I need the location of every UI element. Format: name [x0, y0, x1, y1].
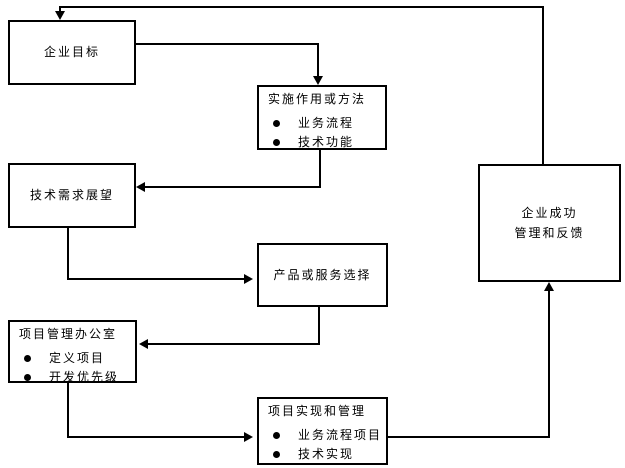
arrowhead-right-icon [244, 432, 253, 442]
node-implementation-methods: 实施作用或方法 业务流程 技术功能 [257, 85, 387, 150]
connector-product-pmo-segment [148, 343, 320, 345]
arrowhead-left-icon [136, 182, 145, 192]
node-project-management-office-label: 项目管理办公室 [19, 327, 118, 341]
connector-product-pmo-segment [318, 307, 320, 345]
connector-pmo-impl-segment [67, 383, 69, 438]
bullet-icon [273, 139, 280, 146]
node-enterprise-success-feedback-label-line1: 企业成功 [521, 206, 578, 220]
node-enterprise-goal: 企业目标 [8, 20, 136, 85]
node-enterprise-success-feedback: 企业成功 管理和反馈 [478, 164, 621, 282]
arrowhead-down-icon [313, 76, 323, 85]
connector-goal-methods-segment [317, 43, 319, 76]
arrowhead-down-icon [55, 11, 65, 20]
connector-success-goal-segment [59, 6, 61, 12]
list-item: 开发优先级 [19, 370, 133, 383]
list-item: 业务流程项目 [268, 429, 384, 442]
node-enterprise-success-feedback-label-line2: 管理和反馈 [514, 226, 585, 240]
connector-methods-tech-segment [319, 150, 321, 187]
bullet-icon [273, 432, 280, 439]
bullet-label: 开发优先级 [49, 370, 120, 383]
node-enterprise-goal-label: 企业目标 [43, 45, 100, 59]
connector-success-goal-segment [542, 6, 544, 164]
node-product-service-selection: 产品或服务选择 [257, 243, 388, 307]
bullet-icon [24, 374, 31, 381]
node-project-implementation-management-label: 项目实现和管理 [268, 404, 367, 418]
connector-impl-success-segment [388, 436, 550, 438]
arrowhead-left-icon [139, 339, 148, 349]
node-product-service-selection-label: 产品或服务选择 [273, 267, 372, 282]
list-item: 技术功能 [268, 135, 383, 149]
bullet-icon [273, 120, 280, 127]
node-project-management-office: 项目管理办公室 定义项目 开发优先级 [8, 320, 137, 383]
connector-success-goal-segment [59, 6, 544, 8]
node-tech-requirements-outlook: 技术需求展望 [8, 163, 136, 228]
list-item: 业务流程 [268, 117, 383, 130]
bullet-label: 定义项目 [49, 351, 106, 365]
bullet-label: 业务流程项目 [298, 428, 383, 442]
bullet-icon [273, 451, 280, 458]
node-project-implementation-management: 项目实现和管理 业务流程项目 技术实现 [257, 397, 388, 465]
bullet-icon [24, 355, 31, 362]
connector-tech-product-segment [67, 228, 69, 280]
node-implementation-methods-label: 实施作用或方法 [268, 92, 367, 106]
list-item: 定义项目 [19, 352, 133, 365]
arrowhead-up-icon [544, 282, 554, 291]
connector-tech-product-segment [67, 278, 244, 280]
bullet-label: 技术实现 [298, 447, 355, 461]
list-item: 技术实现 [268, 448, 384, 461]
node-tech-requirements-outlook-label: 技术需求展望 [29, 188, 114, 202]
connector-impl-success-segment [548, 291, 550, 438]
connector-pmo-impl-segment [67, 436, 244, 438]
bullet-label: 技术功能 [298, 135, 355, 149]
bullet-label: 业务流程 [298, 116, 355, 130]
arrowhead-right-icon [244, 274, 253, 284]
connector-methods-tech-segment [145, 186, 321, 188]
connector-goal-methods-segment [135, 43, 319, 45]
